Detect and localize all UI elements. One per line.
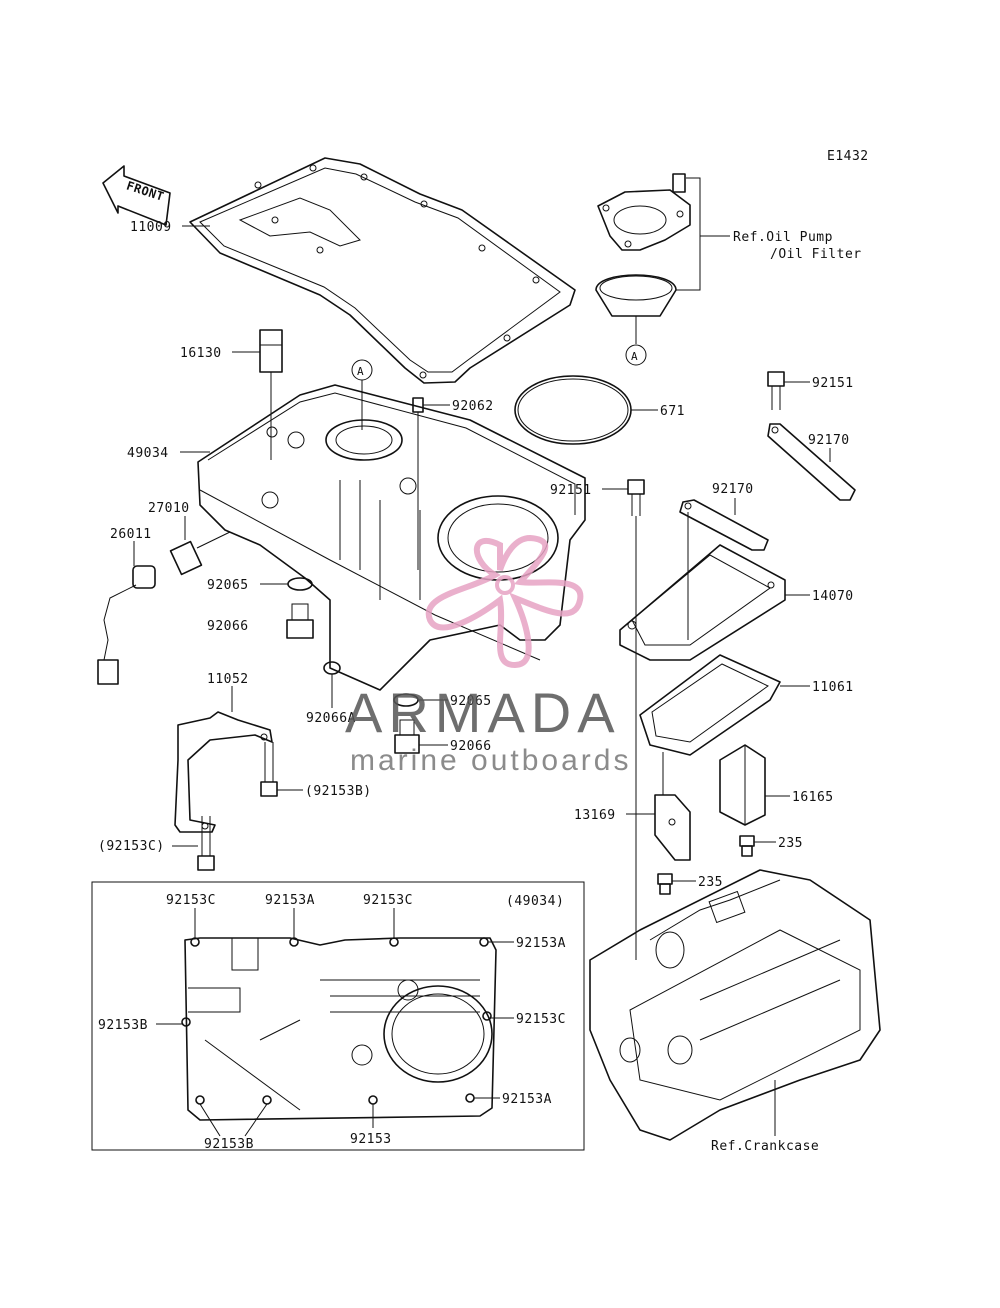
- plate-92170-mid: [679, 499, 769, 640]
- label-49034: 49034: [127, 446, 169, 461]
- bolt-layout-inset: [91, 881, 585, 1151]
- label-16130: 16130: [180, 346, 222, 361]
- label-671: 671: [660, 404, 685, 419]
- front-arrow-icon: FRONT: [102, 165, 171, 226]
- label-11061: 11061: [812, 680, 854, 695]
- label-92153C-left: (92153C): [98, 839, 165, 854]
- label-92066-left: 92066: [207, 619, 249, 634]
- label-92151-mid: 92151: [550, 483, 592, 498]
- inset-label-92153A-2: 92153A: [516, 936, 566, 951]
- label-235-a: 235: [778, 836, 803, 851]
- ref-oil-pump-label: Ref.Oil Pump: [733, 230, 833, 245]
- label-16165: 16165: [792, 790, 834, 805]
- wire-harness: [97, 565, 156, 685]
- label-235-b: 235: [698, 875, 723, 890]
- oil-filter-element: [595, 274, 677, 317]
- label-11052: 11052: [207, 672, 249, 687]
- bolt-92151-top: [767, 371, 785, 410]
- bracket-11052: [174, 711, 273, 833]
- label-27010: 27010: [148, 501, 190, 516]
- drain-bolt-92066-left: [286, 603, 314, 639]
- oil-pan: [197, 384, 586, 691]
- ref-crankcase-label: Ref.Crankcase: [711, 1139, 819, 1154]
- label-92170-mid: 92170: [712, 482, 754, 497]
- inset-label-92153A-1: 92153A: [265, 893, 315, 908]
- watermark-tagline: marine outboards: [350, 744, 631, 777]
- inset-label-92153: 92153: [350, 1132, 392, 1147]
- inset-label-92153C-3: 92153C: [516, 1012, 566, 1027]
- inset-label-92153C-2: 92153C: [363, 893, 413, 908]
- oil-pressure-fitting: [259, 329, 283, 460]
- watermark-brand: ARMADA: [345, 681, 621, 744]
- label-92066A: 92066A: [306, 711, 356, 726]
- label-92066-center: 92066: [450, 739, 492, 754]
- inset-label-92153C-1: 92153C: [166, 893, 216, 908]
- diagram-code: E1432: [827, 149, 869, 164]
- inset-label-92153B-2: 92153B: [204, 1137, 254, 1152]
- screw-235-b: [657, 873, 673, 895]
- armada-watermark: ARMADA marine outboards: [345, 534, 631, 777]
- crankcase-ref: [589, 869, 881, 1141]
- propeller-logo-icon: [425, 534, 584, 669]
- label-92062: 92062: [452, 399, 494, 414]
- oil-pan-gasket: [189, 157, 576, 384]
- inset-label-92153B-1: 92153B: [98, 1018, 148, 1033]
- label-14070: 14070: [812, 589, 854, 604]
- ref-oil-filter-label: /Oil Filter: [770, 247, 862, 262]
- svg-text:A: A: [357, 365, 364, 378]
- label-13169: 13169: [574, 808, 616, 823]
- label-92153B-top: (92153B): [305, 784, 372, 799]
- oil-pressure-switch: [169, 531, 231, 576]
- o-ring: [514, 375, 632, 445]
- screw-235-a: [739, 835, 755, 857]
- svg-text:A: A: [631, 350, 638, 363]
- label-92170-top: 92170: [808, 433, 850, 448]
- inset-label-49034: (49034): [506, 894, 564, 909]
- svg-text:FRONT: FRONT: [125, 179, 166, 204]
- label-11009: 11009: [130, 220, 172, 235]
- washer-92065-left: [287, 577, 313, 591]
- oil-pump-cover: [597, 173, 691, 251]
- label-92065-center: 92065: [450, 694, 492, 709]
- label-26011: 26011: [110, 527, 152, 542]
- bolt-92151-mid: [627, 479, 645, 960]
- bolt-92153C-left: [197, 816, 215, 871]
- plug-92062: [412, 397, 424, 570]
- callout-a-pan: A: [351, 359, 373, 430]
- bolt-92153B-top: [260, 742, 278, 797]
- inset-label-92153A-3: 92153A: [502, 1092, 552, 1107]
- drain-bolt-92066-center: [394, 719, 420, 754]
- breather-gasket: [639, 654, 781, 756]
- breather-cover: [619, 544, 786, 661]
- separator-plate: [719, 744, 766, 826]
- label-92151-top: 92151: [812, 376, 854, 391]
- bracket-13169: [654, 752, 691, 861]
- plate-92170-top: [767, 423, 856, 501]
- label-92065-left: 92065: [207, 578, 249, 593]
- nut-92066A: [323, 661, 341, 708]
- callout-a-filter: A: [625, 316, 647, 366]
